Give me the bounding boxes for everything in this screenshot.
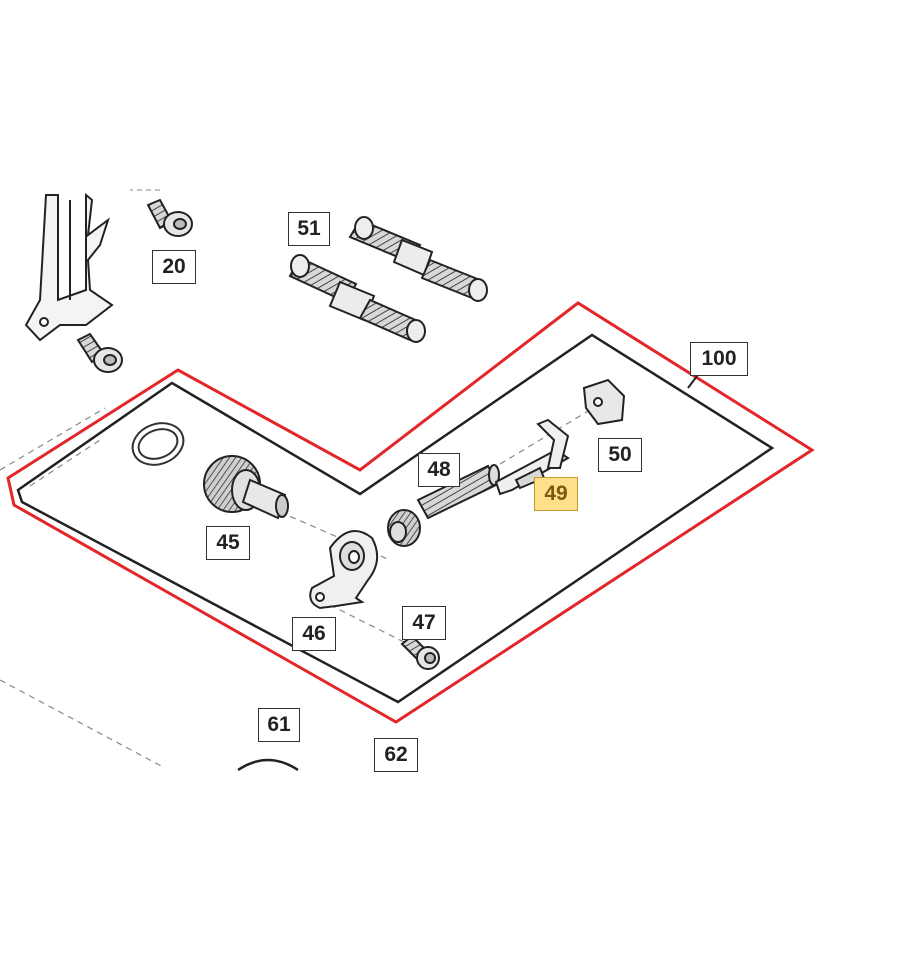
assembly-lines bbox=[29, 409, 591, 651]
worm-gear-48-icon bbox=[387, 464, 500, 547]
callout-49[interactable]: 49 bbox=[534, 477, 578, 511]
callout-46[interactable]: 46 bbox=[292, 617, 336, 651]
callout-51[interactable]: 51 bbox=[288, 212, 330, 246]
bracket-46-icon bbox=[309, 529, 379, 610]
screw-20-icon bbox=[146, 198, 193, 237]
background-dashed-outline bbox=[0, 407, 166, 769]
stud-bolt-upper-icon bbox=[348, 216, 488, 302]
square-nut-50-icon bbox=[582, 378, 626, 426]
callout-100[interactable]: 100 bbox=[690, 342, 748, 376]
callout-50[interactable]: 50 bbox=[598, 438, 642, 472]
o-ring-icon bbox=[131, 422, 185, 466]
screw-47-icon bbox=[400, 634, 440, 670]
callout-20[interactable]: 20 bbox=[152, 250, 196, 284]
callout-45[interactable]: 45 bbox=[206, 526, 250, 560]
callout-48[interactable]: 48 bbox=[418, 453, 460, 487]
kit-outline-red bbox=[6, 301, 815, 724]
bar-screw-icon bbox=[76, 332, 123, 373]
callout-62[interactable]: 62 bbox=[374, 738, 418, 772]
kit-outline-inner bbox=[16, 333, 775, 704]
callout-47[interactable]: 47 bbox=[402, 606, 446, 640]
callout-61[interactable]: 61 bbox=[258, 708, 300, 742]
stud-bolt-lower-icon bbox=[288, 254, 426, 343]
helical-gear-45-icon bbox=[203, 455, 289, 520]
ring-61-icon bbox=[237, 758, 299, 772]
bar-bracket-part bbox=[24, 192, 114, 342]
